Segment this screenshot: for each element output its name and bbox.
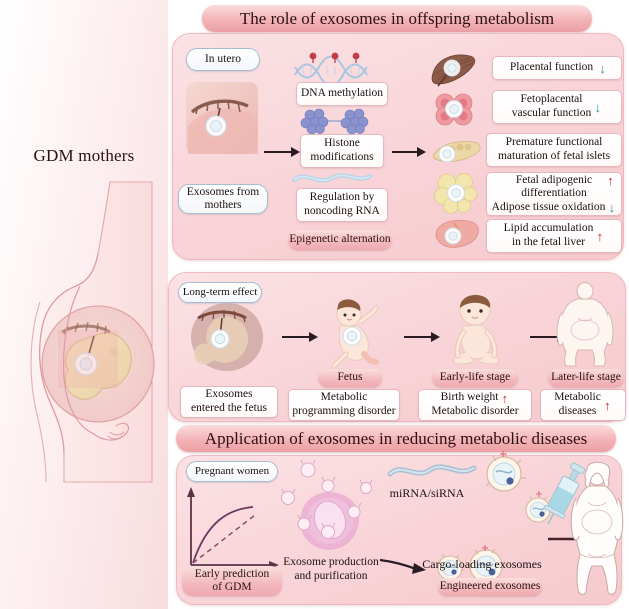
liver-icon (435, 219, 479, 248)
banner-top-title: The role of exosomes in offspring metabo… (202, 5, 592, 32)
badge-epigenetic-alternation: Epigenetic alternation (288, 230, 392, 250)
cargo-exosome-icon (437, 545, 507, 583)
stage-box-line: Metabolic disorder (431, 405, 519, 417)
mechanism-label: DNA methylation (300, 87, 384, 100)
cargo-exosome-icon (485, 451, 553, 523)
arrow-right-icon (379, 558, 426, 574)
rna-strand-icon (387, 464, 477, 477)
label-line: and purification (294, 569, 368, 582)
tag-pregnant-women: Pregnant women (186, 461, 278, 482)
tag-exosomes-from-mothers: Exosomes from mothers (178, 184, 268, 214)
outcome-text: vascular function (511, 107, 592, 119)
outcome-text: Fetoplacental (520, 93, 583, 106)
outcome-text: differentiation (521, 187, 587, 200)
banner-bottom-title: Application of exosomes in reducing meta… (176, 425, 616, 452)
trend-down-icon: ↓ (608, 200, 616, 216)
ncrna-strand-icon (291, 173, 373, 183)
outcome-text: maturation of fetal islets (497, 150, 611, 162)
trend-up-icon: ↑ (596, 228, 604, 244)
stage-box-metabolic-diseases: Metabolic diseases ↑ (540, 389, 626, 421)
adipocyte-icon (434, 173, 478, 214)
tag-in-utero: In utero (186, 48, 260, 71)
stage-box-line: entered the fetus (191, 402, 267, 414)
stage-box-line: Birth weight (440, 391, 499, 404)
stage-box-line: Metabolic (320, 391, 368, 404)
outcome-fetoplacental-vascular: Fetoplacental vascular function ↓ (492, 90, 622, 124)
outcome-text: Placental function (509, 61, 594, 74)
dna-helix-icon (294, 52, 368, 87)
stage-box-metabolic-programming: Metabolic programming disorder (288, 389, 400, 421)
outcome-text: Premature functional (505, 136, 603, 149)
outcome-placental-function: Placental function ↓ (492, 56, 622, 80)
placenta-icon (431, 54, 476, 87)
fetus-in-womb-icon (191, 303, 263, 371)
label-mirna-sirna: miRNA/siRNA (389, 486, 465, 500)
newborn-icon (331, 299, 379, 369)
obese-adult-icon (556, 282, 614, 367)
outcome-text: Lipid accumulation (503, 222, 594, 235)
mechanism-label: Regulation by noncoding RNA (304, 191, 380, 217)
badge-line: of GDM (212, 581, 252, 593)
stage-badge-early-life: Early-life stage (432, 369, 518, 387)
outcome-text: Adipose tissue oxidation (491, 200, 606, 213)
trend-up-icon: ↑ (607, 172, 614, 188)
stage-box-line: programming disorder (292, 405, 396, 417)
label-cargo-loading-exosomes: Cargo-loading exosomes (422, 557, 542, 571)
pancreas-islet-icon (432, 141, 481, 163)
badge-early-prediction-gdm: Early prediction of GDM (182, 566, 282, 596)
mechanism-histone-modifications: Histone modifications (300, 134, 384, 168)
outcome-text: in the fetal liver (511, 236, 586, 248)
exosome-icon (281, 459, 373, 539)
label-exosome-production: Exosome production and purification (274, 556, 388, 584)
outcome-text: Fetal adipogenic (515, 173, 593, 186)
label-line: Exosome production (283, 556, 379, 568)
womb-thumbnail-icon (186, 82, 258, 154)
trend-down-icon: ↓ (599, 60, 606, 76)
sitting-baby-icon (453, 294, 499, 365)
arrow-right-icon (282, 332, 318, 342)
mechanism-dna-methylation: DNA methylation (296, 82, 388, 106)
arrow-right-icon (264, 147, 300, 157)
badge-engineered-exosomes: Engineered exosomes (438, 578, 542, 596)
tag-long-term-effect: Long-term effect (178, 282, 262, 303)
mechanism-noncoding-rna: Regulation by noncoding RNA (296, 188, 388, 222)
pregnant-mother-illustration (30, 181, 155, 483)
fetoplacental-vessel-icon (435, 93, 473, 126)
stage-box-birth-weight: Birth weight↑ Metabolic disorder (418, 389, 532, 421)
arrow-right-icon (392, 147, 426, 157)
stage-box-line: Exosomes (205, 388, 253, 401)
stage-badge-fetus: Fetus (318, 369, 382, 387)
obese-woman-icon (570, 461, 624, 595)
stage-box-exosomes-entered: Exosomes entered the fetus (180, 386, 278, 418)
trend-down-icon: ↓ (594, 99, 602, 115)
arrow-right-icon (404, 332, 440, 342)
stage-badge-later-life: Later-life stage (548, 369, 624, 387)
mechanism-label: Histone modifications (310, 137, 374, 163)
outcome-lipid-accumulation: Lipid accumulation in the fetal liver ↑ (486, 219, 622, 253)
stage-box-line: diseases (558, 405, 597, 417)
gdm-mothers-label: GDM mothers (33, 146, 135, 165)
trend-up-icon: ↑ (604, 397, 611, 413)
histone-cluster-icon (300, 108, 369, 135)
roc-curve-icon (187, 487, 279, 569)
stage-box-line: Metabolic (554, 391, 601, 404)
outcome-fetal-islets: Premature functional maturation of fetal… (486, 133, 622, 167)
trend-up-icon: ↑ (501, 390, 509, 406)
outcome-fetal-adipogenic: Fetal adipogenic ↑ differentiation Adipo… (486, 172, 622, 216)
badge-line: Early prediction (194, 567, 270, 580)
syringe-icon (543, 462, 586, 525)
methyl-group-icon (309, 52, 360, 63)
